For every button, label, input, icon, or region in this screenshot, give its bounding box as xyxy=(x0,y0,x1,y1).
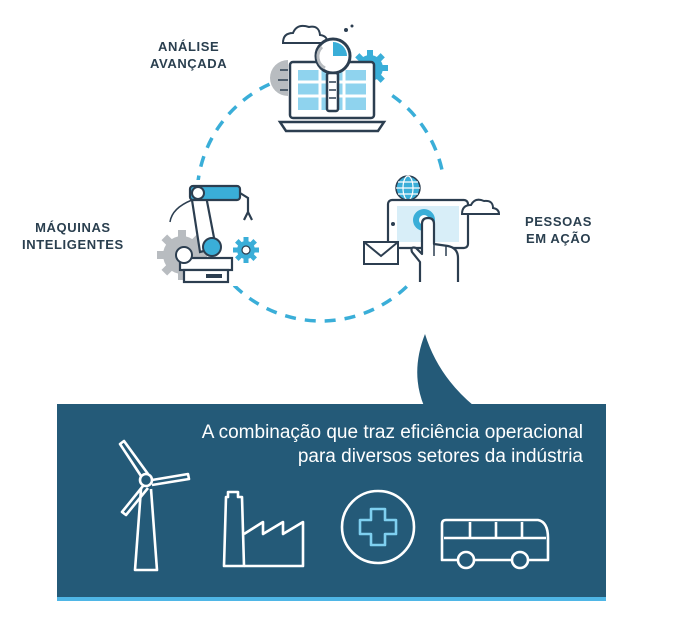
label-analise-avancada: ANÁLISE AVANÇADA xyxy=(150,38,227,72)
speech-bubble-tail xyxy=(417,334,474,406)
panel-underline xyxy=(57,597,606,601)
panel-headline: A combinação que traz eficiência operaci… xyxy=(202,421,583,469)
label-maquinas-line2: INTELIGENTES xyxy=(22,237,124,252)
bus-icon xyxy=(440,518,550,570)
label-analise-line1: ANÁLISE xyxy=(158,39,220,54)
label-maquinas-inteligentes: MÁQUINAS INTELIGENTES xyxy=(22,219,124,253)
laptop-analytics-icon xyxy=(270,20,388,136)
panel-headline-line1: A combinação que traz eficiência operaci… xyxy=(201,422,583,443)
panel-headline-line2: para diversos setores da indústria xyxy=(297,446,583,467)
factory-icon xyxy=(222,490,305,568)
label-pessoas-line2: EM AÇÃO xyxy=(525,231,592,246)
label-analise-line2: AVANÇADA xyxy=(150,56,228,71)
wind-turbine-icon xyxy=(118,439,191,572)
robotic-arm-icon xyxy=(157,180,268,286)
label-pessoas-line1: PESSOAS xyxy=(525,214,593,229)
medical-cross-icon xyxy=(340,489,416,565)
label-pessoas-em-acao: PESSOAS EM AÇÃO xyxy=(525,213,592,247)
touch-tablet-icon xyxy=(360,172,505,284)
label-maquinas-line1: MÁQUINAS xyxy=(35,220,111,235)
